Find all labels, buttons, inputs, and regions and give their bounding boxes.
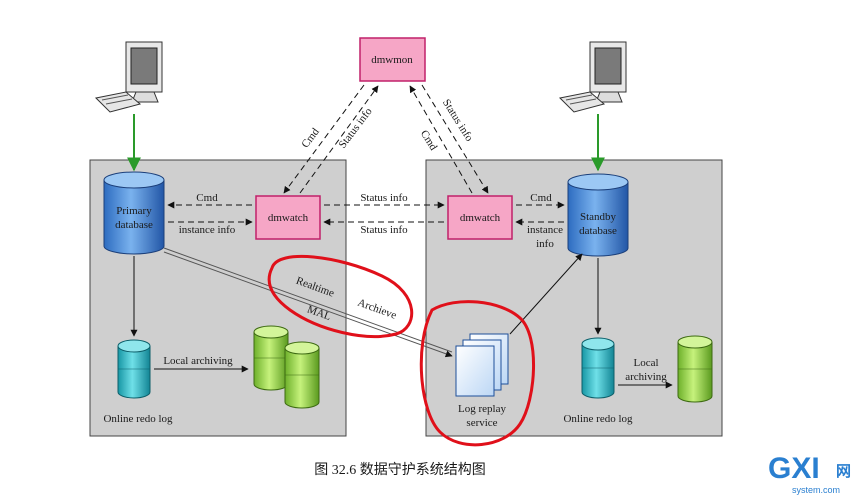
- instance-info-label-right-2: info: [536, 238, 554, 250]
- dmwmon-cmd-arrow-right: [421, 84, 489, 194]
- instance-info-label-right-1: instance: [527, 224, 563, 236]
- archive-log-cylinders-left: [253, 325, 320, 409]
- dmwmon-status-arrow-left: [299, 85, 379, 194]
- primary-db-label-2: database: [115, 219, 153, 231]
- standby-db-label-2: database: [579, 225, 617, 237]
- status-diag-label-right: Status info: [440, 97, 476, 144]
- figure-caption: 图 32.6 数据守护系统结构图: [314, 462, 486, 478]
- dmwatch-primary-label: dmwatch: [268, 212, 309, 224]
- status-info-label-top: Status info: [360, 192, 408, 204]
- watermark-logo-text: GXI: [768, 452, 820, 485]
- status-info-label-bottom: Status info: [360, 224, 408, 236]
- dmwmon-status-arrow-right: [409, 85, 473, 194]
- archieve-label: Archieve: [356, 297, 398, 322]
- computer-icon: [94, 41, 163, 113]
- dmwatch-standby-label: dmwatch: [460, 212, 501, 224]
- instance-info-label-left: instance info: [179, 224, 236, 236]
- local-archiving-label-right-2: archiving: [625, 371, 667, 383]
- highlight-realtime-ellipse: [267, 254, 414, 338]
- primary-database: Primary database: [103, 171, 165, 255]
- standby-db-label-1: Standby: [580, 211, 617, 223]
- local-archiving-label-left: Local archiving: [163, 355, 233, 367]
- online-redo-log-left: [117, 339, 151, 399]
- online-redo-log-right-label: Online redo log: [563, 413, 633, 425]
- dmwatch-primary-node: dmwatch: [255, 195, 321, 240]
- realtime-archive-line: [163, 247, 453, 353]
- status-diag-label-left: Status info: [337, 105, 375, 150]
- dmwmon-node: dmwmon: [359, 37, 426, 82]
- log-replay-documents: [455, 333, 509, 397]
- watermark-suffix: 网: [836, 463, 851, 480]
- dmwmon-label: dmwmon: [371, 54, 413, 66]
- local-archiving-label-right-1: Local: [633, 357, 658, 369]
- cmd-diag-label-left: Cmd: [299, 126, 322, 151]
- cmd-label-right: Cmd: [530, 192, 552, 204]
- dmwatch-standby-node: dmwatch: [447, 195, 513, 240]
- archive-log-cylinder-right: [677, 335, 713, 403]
- online-redo-log-right: [581, 337, 615, 399]
- computer-icon: [558, 41, 627, 113]
- standby-database: Standby database: [567, 173, 629, 257]
- cmd-label-left: Cmd: [196, 192, 218, 204]
- realtime-archive-line-2: [163, 251, 453, 358]
- dmwmon-cmd-arrow-left: [283, 84, 365, 194]
- watermark-logo: GXI 网 system.com: [768, 452, 851, 495]
- highlight-log-replay-ellipse: [419, 300, 536, 447]
- primary-db-label-1: Primary: [116, 205, 152, 217]
- watermark-site: system.com: [792, 485, 840, 495]
- log-replay-label-1: Log replay: [458, 403, 506, 415]
- online-redo-log-left-label: Online redo log: [103, 413, 173, 425]
- log-replay-label-2: service: [466, 417, 497, 429]
